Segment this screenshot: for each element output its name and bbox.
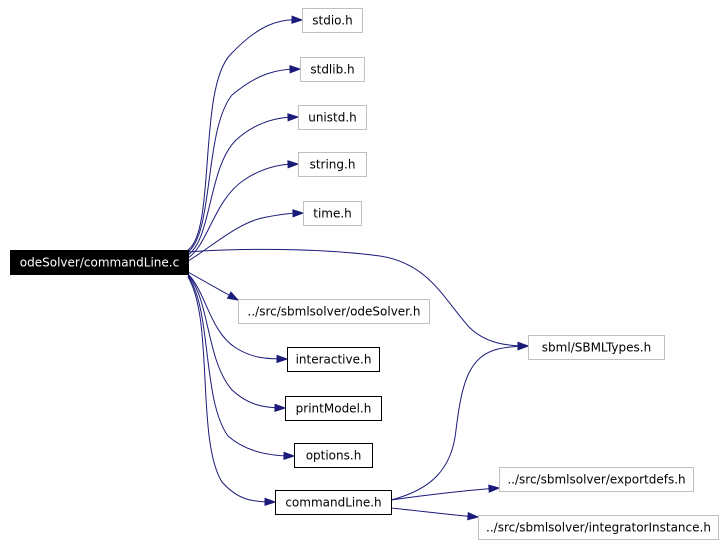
node-label-unistd: unistd.h: [308, 111, 357, 125]
node-box-options: [294, 443, 373, 468]
node-label-integrator: ../src/sbmlsolver/integratorInstance.h: [486, 521, 711, 535]
arrowhead-root-to-stdio: [291, 15, 304, 24]
arrowhead-commandline_h-to-exportdefs: [488, 484, 501, 493]
node-odesolver_h[interactable]: ../src/sbmlsolver/odeSolver.h: [238, 299, 430, 324]
edge-root-to-stdio: [187, 19, 301, 251]
node-stdlib[interactable]: stdlib.h: [300, 57, 365, 82]
arrowhead-commandline_h-to-integrator: [467, 512, 480, 521]
edge-commandline_h-to-exportdefs: [390, 487, 498, 501]
nodes-layer: odeSolver/commandLine.c stdio.h stdlib.h un…: [10, 8, 719, 540]
edge-root-to-interactive: [187, 273, 286, 360]
edge-root-to-sbmltypes: [187, 248, 527, 347]
node-exportdefs[interactable]: ../src/sbmlsolver/exportdefs.h: [499, 467, 694, 492]
arrowhead-root-to-printmodel: [274, 403, 287, 412]
arrowhead-root-to-time: [292, 209, 305, 218]
node-label-odesolver_h: ../src/sbmlsolver/odeSolver.h: [248, 305, 421, 319]
node-label-exportdefs: ../src/sbmlsolver/exportdefs.h: [507, 473, 685, 487]
node-options[interactable]: options.h: [294, 443, 373, 468]
node-label-options: options.h: [306, 449, 362, 463]
edge-root-to-stdlib: [187, 68, 299, 253]
arrowhead-root-to-stdlib: [289, 65, 302, 74]
node-integrator[interactable]: ../src/sbmlsolver/integratorInstance.h: [478, 515, 719, 540]
node-box-printmodel: [285, 396, 382, 421]
arrowhead-root-to-string: [287, 160, 300, 169]
edge-root-to-unistd: [187, 116, 297, 256]
node-box-interactive: [287, 347, 380, 372]
arrowhead-root-to-options: [283, 451, 296, 461]
edge-root-to-printmodel: [187, 274, 284, 409]
node-label-printmodel: printModel.h: [296, 402, 372, 416]
node-box-odesolver_h: [238, 299, 430, 324]
node-unistd[interactable]: unistd.h: [298, 105, 367, 130]
arrowhead-commandline_h-to-sbmltypes: [517, 342, 530, 351]
arrowhead-root-to-unistd: [287, 113, 300, 122]
arrowhead-root-to-interactive: [276, 354, 289, 364]
edge-root-to-string: [187, 163, 297, 259]
edge-commandline_h-to-integrator: [390, 507, 477, 518]
node-label-stdlib: stdlib.h: [310, 63, 354, 77]
node-sbmltypes[interactable]: sbml/SBMLTypes.h: [528, 335, 665, 360]
edges-layer: [187, 15, 530, 521]
node-string[interactable]: string.h: [298, 152, 367, 177]
node-box-stdio: [302, 8, 363, 33]
edge-commandline_h-to-sbmltypes: [390, 345, 527, 501]
edge-root-to-options: [187, 275, 293, 457]
arrowhead-root-to-commandline_h: [264, 497, 277, 507]
node-box-commandline_h: [275, 490, 392, 515]
node-label-time: time.h: [313, 207, 352, 221]
edge-root-to-commandline_h: [187, 276, 274, 503]
node-box-root: [10, 250, 189, 275]
node-commandline_h[interactable]: commandLine.h: [275, 490, 392, 515]
node-label-root: odeSolver/commandLine.c: [20, 256, 179, 270]
node-box-integrator: [478, 515, 719, 540]
node-root[interactable]: odeSolver/commandLine.c: [10, 250, 189, 275]
node-label-string: string.h: [310, 158, 356, 172]
node-printmodel[interactable]: printModel.h: [285, 396, 382, 421]
node-box-time: [303, 201, 362, 226]
arrowhead-root-to-odesolver_h: [226, 291, 240, 301]
node-label-stdio: stdio.h: [312, 14, 352, 28]
node-time[interactable]: time.h: [303, 201, 362, 226]
node-box-string: [298, 152, 367, 177]
node-box-exportdefs: [499, 467, 694, 492]
node-box-stdlib: [300, 57, 365, 82]
node-stdio[interactable]: stdio.h: [302, 8, 363, 33]
node-label-commandline_h: commandLine.h: [285, 496, 381, 510]
node-interactive[interactable]: interactive.h: [287, 347, 380, 372]
node-box-sbmltypes: [528, 335, 665, 360]
node-label-interactive: interactive.h: [296, 353, 372, 367]
node-label-sbmltypes: sbml/SBMLTypes.h: [542, 341, 651, 355]
node-box-unistd: [298, 105, 367, 130]
edge-root-to-time: [187, 212, 302, 262]
